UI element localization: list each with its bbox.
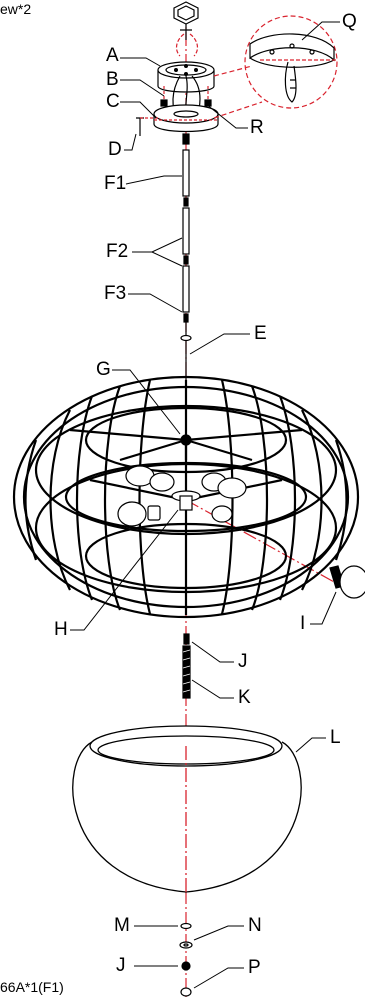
label-f1: F1 — [104, 173, 127, 194]
label-q: Q — [342, 11, 357, 32]
threaded-rod — [182, 633, 191, 699]
label-d: D — [108, 139, 122, 160]
bottom-left-note: 66A*1(F1) — [0, 979, 64, 995]
label-p: P — [248, 957, 261, 978]
bottom-hardware — [179, 922, 193, 997]
leader-lines — [70, 21, 340, 989]
hanging-rods — [180, 149, 192, 470]
label-j-upper: J — [238, 651, 248, 672]
label-i: I — [300, 613, 306, 634]
label-j-lower: J — [116, 955, 126, 976]
label-a: A — [106, 45, 119, 66]
label-m: M — [114, 915, 130, 936]
label-f2: F2 — [106, 241, 129, 262]
label-k: K — [238, 687, 251, 708]
wire-cage — [12, 375, 360, 619]
label-h: H — [54, 619, 68, 640]
label-f3: F3 — [104, 283, 127, 304]
label-b: B — [106, 69, 119, 90]
ceiling-hook — [173, 1, 199, 57]
label-n: N — [248, 915, 262, 936]
canopy — [136, 61, 219, 145]
detail-view — [213, 15, 338, 119]
label-c: C — [106, 91, 120, 112]
glass-shade — [72, 725, 302, 893]
label-g: G — [96, 359, 111, 380]
bulbs — [117, 434, 365, 599]
label-e: E — [254, 323, 267, 344]
label-r: R — [250, 117, 264, 138]
label-l: L — [330, 727, 341, 748]
top-left-note: ew*2 — [0, 1, 32, 17]
